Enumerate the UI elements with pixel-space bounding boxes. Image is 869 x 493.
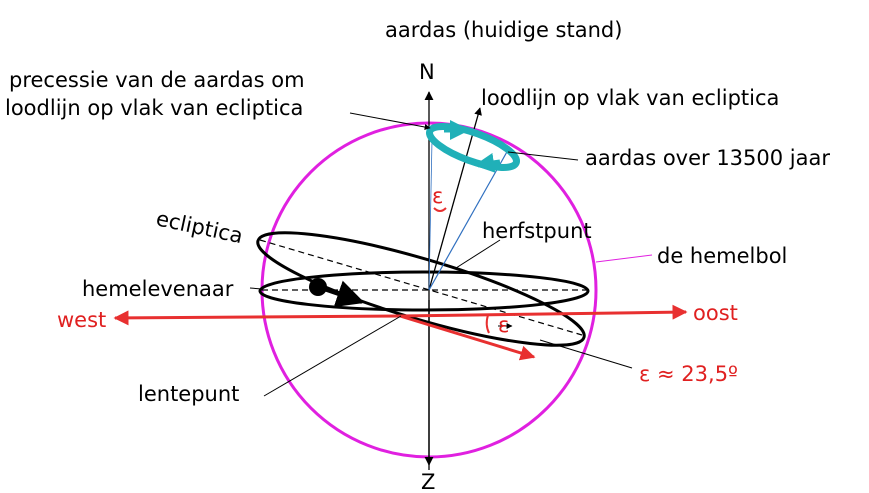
future-axis-line bbox=[428, 149, 509, 291]
east-label: oost bbox=[693, 301, 738, 325]
celestial-equator-ellipse bbox=[258, 270, 590, 312]
precession-label-line1: precessie van de aardas om bbox=[9, 68, 305, 92]
autumn-point-label: herfstpunt bbox=[482, 219, 592, 243]
ecliptic-dashed-diagonal bbox=[259, 239, 583, 336]
ecliptic-direction-arrow bbox=[399, 314, 536, 361]
precession-cone-left bbox=[428, 139, 433, 291]
north-label: N bbox=[419, 60, 435, 84]
celestial-sphere-label: de hemelbol bbox=[657, 244, 787, 268]
precession-ellipse bbox=[426, 122, 520, 172]
leader-precession bbox=[349, 112, 431, 130]
leader-autumn bbox=[455, 239, 501, 269]
sun-motion-arrow bbox=[317, 280, 365, 308]
celestial-equator-label: hemelevenaar bbox=[82, 277, 234, 301]
leader-spring bbox=[263, 315, 402, 397]
leader-equator bbox=[249, 287, 263, 290]
epsilon-value-label: ε ≈ 23,5º bbox=[639, 362, 738, 386]
epsilon-arc-bottom bbox=[485, 314, 490, 334]
epsilon-bottom-label: ε bbox=[498, 313, 509, 337]
precession-arrow-bottom bbox=[474, 152, 501, 173]
south-label: Z bbox=[421, 470, 435, 493]
east-arrow-line bbox=[399, 304, 688, 320]
ecliptic-label: ecliptica bbox=[154, 206, 245, 248]
ecliptic-normal-line bbox=[428, 107, 482, 291]
west-label: west bbox=[57, 308, 106, 332]
epsilon-arc-top bbox=[433, 207, 447, 212]
future-axis-label: aardas over 13500 jaar bbox=[585, 146, 830, 170]
leader-future-axis bbox=[507, 151, 579, 161]
leader-epsilon-value bbox=[539, 339, 633, 369]
normal-line-label: loodlijn op vlak van ecliptica bbox=[481, 86, 779, 110]
precession-label-line2: loodlijn op vlak van ecliptica bbox=[5, 96, 303, 120]
leader-sphere bbox=[595, 254, 653, 263]
west-east-line bbox=[113, 310, 401, 326]
axis-current-label: aardas (huidige stand) bbox=[385, 18, 622, 42]
epsilon-top-label: ε bbox=[432, 184, 443, 208]
spring-point-label: lentepunt bbox=[138, 382, 239, 406]
